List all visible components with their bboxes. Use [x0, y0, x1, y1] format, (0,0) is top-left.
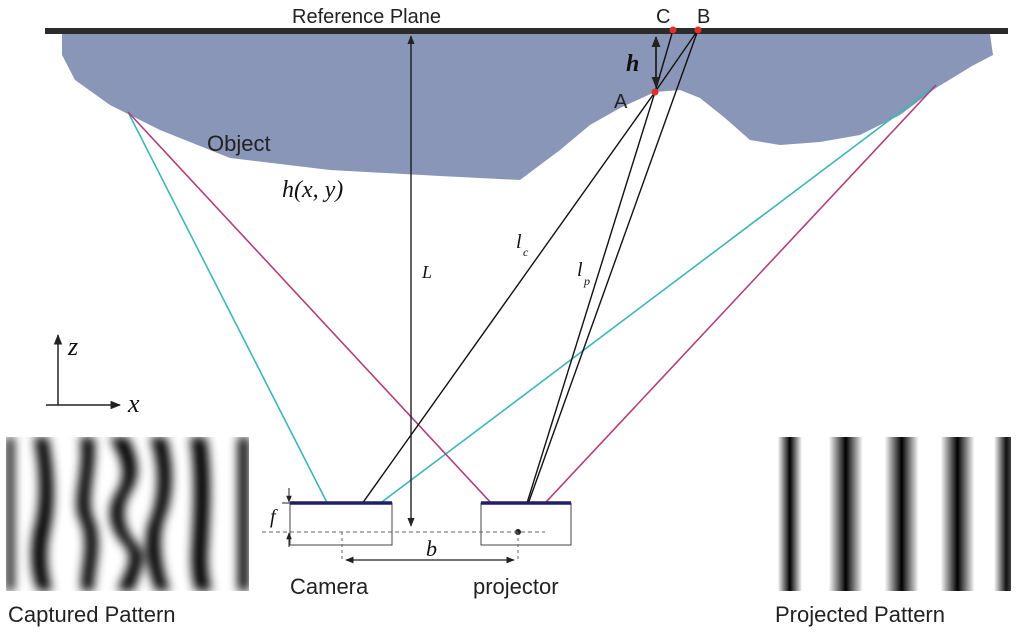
height-h-label: h [626, 51, 639, 77]
captured-pattern-label: Captured Pattern [8, 602, 176, 627]
distance-l-label: L [421, 262, 432, 282]
point-c-marker [669, 26, 677, 34]
focal-f-dimension [282, 488, 296, 547]
reference-plane-label: Reference Plane [292, 6, 441, 28]
projector-ray-to-a [517, 91, 656, 533]
point-a-label: A [614, 91, 628, 113]
projector-ray-to-b [517, 29, 699, 533]
point-b-marker [694, 26, 702, 34]
black-rays [341, 29, 699, 533]
point-c-label: C [656, 6, 670, 28]
object-shape [62, 34, 993, 180]
baseline-b-label: b [426, 536, 437, 561]
camera-ray-lc [341, 91, 656, 533]
point-a-marker [651, 88, 659, 96]
projector-label: projector [473, 574, 559, 599]
camera-ray-label: l [516, 231, 522, 253]
object-label: Object [207, 131, 271, 156]
camera-device [289, 501, 393, 546]
axis-x-label: x [127, 389, 140, 418]
camera-ray-sub: c [523, 245, 529, 259]
projector-ray-sub: p [583, 274, 590, 288]
magenta-rays [127, 84, 937, 533]
captured-pattern-image [6, 437, 249, 591]
ray-a-to-b [654, 29, 699, 93]
point-b-label: B [697, 6, 710, 28]
cyan-rays [127, 84, 937, 533]
surface-fn-label: h(x, y) [282, 177, 343, 203]
focal-f-label: f [270, 506, 278, 528]
coordinate-axes [46, 333, 122, 410]
axis-z-label: z [67, 332, 78, 361]
camera-label: Camera [290, 574, 369, 599]
projector-device [480, 501, 572, 546]
projected-pattern-image [768, 437, 1011, 591]
projected-pattern-label: Projected Pattern [775, 602, 945, 627]
projector-ray-label: l [577, 259, 583, 281]
